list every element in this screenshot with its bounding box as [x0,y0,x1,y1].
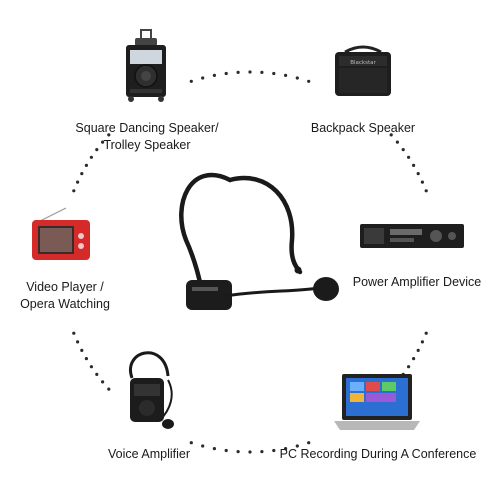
connector-dot [107,387,111,391]
connector-dot [395,140,399,144]
connector-dot [307,79,311,83]
connector-dot [236,450,240,454]
connector-dot [272,71,276,76]
connector-dot [89,155,93,159]
trolley-speaker-icon [126,29,166,102]
pc-recording-label: PC Recording During A Conference [279,447,477,461]
connector-dot [295,76,299,80]
connector-dot [412,163,416,167]
connector-dot [84,163,88,167]
connector-dot [248,70,252,74]
video-player-icon [32,207,90,260]
video-player-label: Video Player / Opera Watching [20,280,110,311]
connector-dot [72,331,76,335]
connector-dot [201,76,205,80]
connector-dot [201,444,205,448]
connector-dot [224,448,228,453]
connector-dot [407,155,411,159]
dotted-arc-top [189,70,311,83]
connector-dot [412,357,416,361]
connector-dot [295,444,299,448]
connector-dot [307,441,311,445]
connector-dot [72,189,76,193]
connector-dot [284,73,288,77]
connector-dot [212,73,216,77]
brand-text: Blackstar [350,60,376,66]
connector-dot [420,180,424,184]
connector-dot [80,172,84,176]
connector-dot [76,180,80,184]
connector-dot [416,172,420,176]
power-amplifier-icon [360,224,464,248]
connector-dot [407,365,411,369]
headset-microphone-icon [179,172,339,310]
connector-dot [424,189,428,193]
connector-dot [389,133,393,137]
connector-dot [95,372,99,376]
trolley-speaker-label: Square Dancing Speaker/ Trolley Speaker [75,121,219,152]
connector-dot [107,133,111,137]
dotted-arc-bottom [189,441,311,454]
connector-dot [236,70,240,74]
dotted-arc-left-lower [72,331,111,391]
power-amplifier-label: Power Amplifier Device [352,275,482,289]
connector-dot [212,447,216,451]
connector-dot [89,365,93,369]
connector-dot [84,357,88,361]
connector-dot [272,448,276,453]
connector-dot [76,340,80,344]
connector-dot [189,79,193,83]
laptop-icon [334,374,420,430]
connector-dot [284,447,288,451]
dotted-arc-right-upper [389,133,428,193]
connector-dot [260,450,264,454]
connector-dot [260,70,264,74]
dotted-arc-left-upper [72,133,111,193]
connector-dot [189,441,193,445]
voice-amplifier-icon [129,351,174,429]
backpack-speaker-label: Backpack Speaker [310,121,416,135]
connector-dot [101,380,105,384]
dotted-connectors [72,70,428,454]
connector-dot [95,148,99,152]
connector-dot [401,148,405,152]
connector-dot [248,450,252,454]
connector-dot [424,331,428,335]
backpack-speaker-icon: Blackstar [335,45,391,96]
connector-dot [101,140,105,144]
connector-dot [80,348,84,352]
connector-dot [420,340,424,344]
connector-dot [224,71,228,76]
voice-amplifier-label: Voice Amplifier [108,447,190,461]
connector-dot [416,348,420,352]
